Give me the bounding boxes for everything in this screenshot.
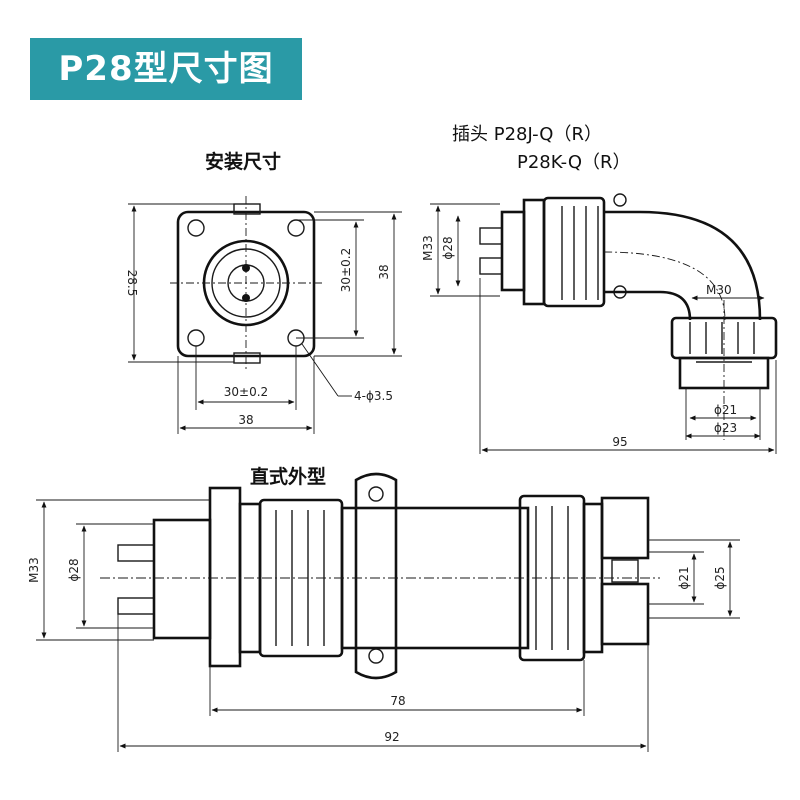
mount-hole bbox=[187, 219, 205, 237]
plug-view: 插头 P28J-Q（R） P28K-Q（R） M30 bbox=[421, 124, 778, 454]
straight-pin bbox=[117, 544, 155, 562]
dim-38-v: 38 bbox=[377, 264, 391, 279]
plug-label-1: 插头 P28J-Q（R） bbox=[452, 124, 602, 145]
elbow-inner bbox=[604, 290, 692, 321]
dim-95: 95 bbox=[612, 435, 627, 449]
mount-hole bbox=[287, 219, 305, 237]
dim-m33-plug: M33 bbox=[421, 235, 435, 261]
straight-clamp-top bbox=[600, 496, 650, 560]
straight-flange bbox=[208, 486, 242, 668]
straight-pin bbox=[117, 597, 155, 615]
dim-m30: M30 bbox=[706, 283, 732, 297]
mounting-tab-top bbox=[233, 203, 261, 215]
dim-phi21-plug: ϕ21 bbox=[714, 403, 737, 417]
dim-30-h: 30±0.2 bbox=[224, 385, 268, 399]
dim-holes: 4-ϕ3.5 bbox=[354, 389, 393, 403]
mounting-view: 安装尺寸 28.5 30±0.2 3 bbox=[125, 150, 402, 434]
clamp-hole bbox=[613, 193, 627, 207]
dim-30-v: 30±0.2 bbox=[339, 248, 353, 292]
dim-phi28-straight: ϕ28 bbox=[67, 558, 81, 581]
straight-label: 直式外型 bbox=[250, 465, 326, 488]
straight-clamp-screw bbox=[611, 559, 639, 583]
plug-flange bbox=[522, 198, 546, 306]
straight-clamp-bottom bbox=[600, 582, 650, 646]
dim-38-h: 38 bbox=[238, 413, 253, 427]
dim-phi28-plug: ϕ28 bbox=[441, 236, 455, 259]
elbow-outer bbox=[604, 210, 762, 321]
straight-clamp-1 bbox=[582, 502, 604, 654]
dim-phi23-plug: ϕ23 bbox=[714, 421, 737, 435]
mounting-tab-bottom bbox=[233, 352, 261, 364]
dim-78: 78 bbox=[390, 694, 405, 708]
plug-label-2: P28K-Q（R） bbox=[517, 152, 631, 173]
straight-view: 直式外型 M33 ϕ28 bbox=[27, 465, 740, 752]
dim-92: 92 bbox=[384, 730, 399, 744]
dim-m33-straight: M33 bbox=[27, 557, 41, 583]
plug-collar bbox=[500, 210, 526, 292]
page-title: P28型尺寸图 bbox=[30, 38, 302, 100]
plug-pin bbox=[479, 257, 503, 275]
straight-clamp-plate bbox=[354, 472, 398, 680]
clamp-hole bbox=[368, 486, 384, 502]
straight-collar bbox=[152, 518, 212, 640]
plug-pin bbox=[479, 227, 503, 245]
mounting-label: 安装尺寸 bbox=[205, 150, 281, 173]
clamp-hole bbox=[368, 648, 384, 664]
dim-phi21-straight: ϕ21 bbox=[677, 566, 691, 589]
dim-28-5: 28.5 bbox=[125, 270, 139, 297]
mount-hole bbox=[187, 329, 205, 347]
dim-phi25-straight: ϕ25 bbox=[713, 566, 727, 589]
